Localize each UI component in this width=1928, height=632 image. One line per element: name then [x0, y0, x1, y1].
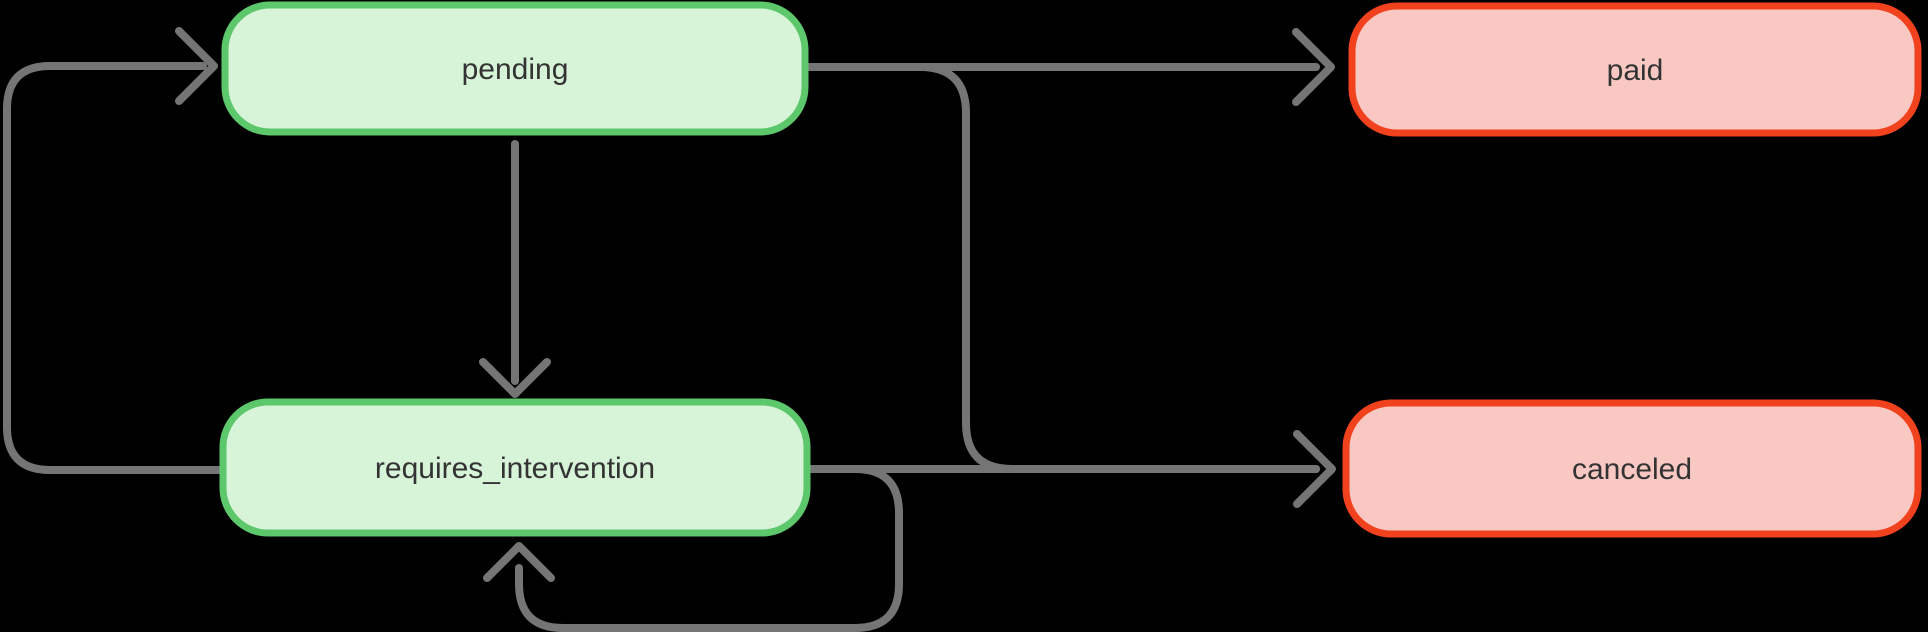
node-canceled-label: canceled — [1572, 453, 1692, 486]
node-pending-shape — [221, 1, 809, 136]
edge-requires-intervention-to-pending — [3, 62, 225, 474]
nodes: pending paid requires_intervention cance… — [219, 1, 1922, 538]
node-requires-intervention-label: requires_intervention — [375, 452, 655, 485]
node-canceled-shape — [1342, 399, 1922, 538]
arrowhead-into-requires-intervention-top — [479, 358, 551, 398]
edge-pending-to-canceled — [805, 63, 1320, 473]
arrowhead-into-paid — [1292, 28, 1335, 106]
arrowhead-into-canceled — [1293, 430, 1336, 508]
arrowhead-into-pending — [175, 27, 218, 105]
node-paid-label: paid — [1607, 54, 1664, 87]
edges — [3, 27, 1336, 632]
node-pending-label: pending — [462, 53, 569, 86]
node-paid: paid — [1348, 2, 1922, 137]
node-requires-intervention: requires_intervention — [219, 398, 811, 537]
node-canceled: canceled — [1342, 399, 1922, 538]
node-pending: pending — [221, 1, 809, 136]
node-paid-shape — [1348, 2, 1922, 137]
edge-requires-intervention-self-loop — [515, 465, 903, 632]
arrowhead-into-requires-intervention-bottom — [483, 542, 555, 582]
node-requires-intervention-shape — [219, 398, 811, 537]
